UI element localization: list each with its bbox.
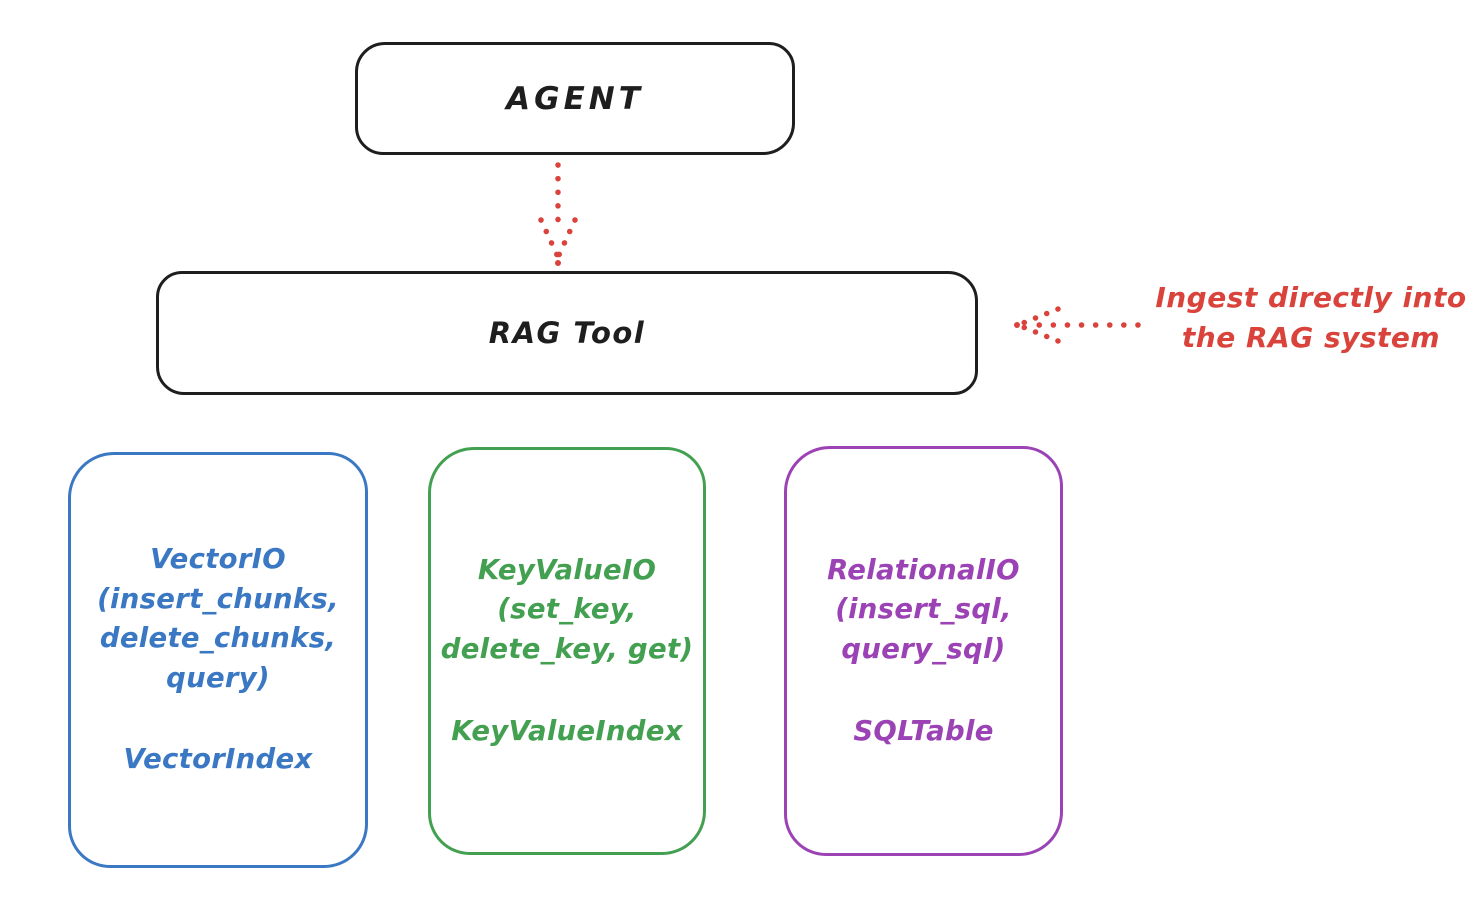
relational-io-line: RelationalIO [827, 553, 1020, 586]
vector-index-label: VectorIndex [123, 743, 313, 776]
rag-tool-label: RAG Tool [488, 316, 646, 350]
vector-io-line: VectorIO [150, 543, 286, 576]
ingest-annotation: Ingest directly into the RAG system [1138, 278, 1484, 358]
keyvalue-io-line: (set_key, [497, 593, 637, 626]
rag-tool-node: RAG Tool [156, 271, 978, 395]
relational-io-node: RelationalIO (insert_sql, query_sql) SQL… [784, 446, 1063, 856]
relational-io-line: query_sql) [841, 633, 1006, 665]
vector-io-line: (insert_chunks, [97, 582, 339, 615]
keyvalue-io-node: KeyValueIO (set_key, delete_key, get) Ke… [428, 447, 706, 855]
agent-to-rag-arrow [528, 160, 588, 270]
dotted-left-arrow-icon [1014, 306, 1141, 344]
vector-io-line: query) [166, 661, 270, 694]
agent-label: AGENT [506, 80, 644, 117]
ingest-annotation-line-2: the RAG system [1181, 320, 1441, 354]
relational-io-line: (insert_sql, [835, 593, 1012, 626]
keyvalue-index-label: KeyValueIndex [451, 714, 683, 747]
keyvalue-io-line: delete_key, get) [440, 633, 694, 665]
vector-io-line: delete_chunks, [99, 622, 337, 655]
ingest-annotation-line-1: Ingest directly into [1155, 281, 1467, 314]
relational-io-lines: RelationalIO (insert_sql, query_sql) [827, 551, 1020, 670]
dotted-down-arrow-icon [538, 162, 578, 266]
vector-io-node: VectorIO (insert_chunks, delete_chunks, … [68, 452, 368, 868]
sql-table-label: SQLTable [853, 714, 994, 747]
vector-io-lines: VectorIO (insert_chunks, delete_chunks, … [97, 540, 339, 698]
keyvalue-io-lines: KeyValueIO (set_key, delete_key, get) [441, 551, 694, 670]
keyvalue-io-line: KeyValueIO [477, 553, 657, 586]
agent-node: AGENT [355, 42, 795, 155]
ingest-arrow [1008, 300, 1142, 350]
